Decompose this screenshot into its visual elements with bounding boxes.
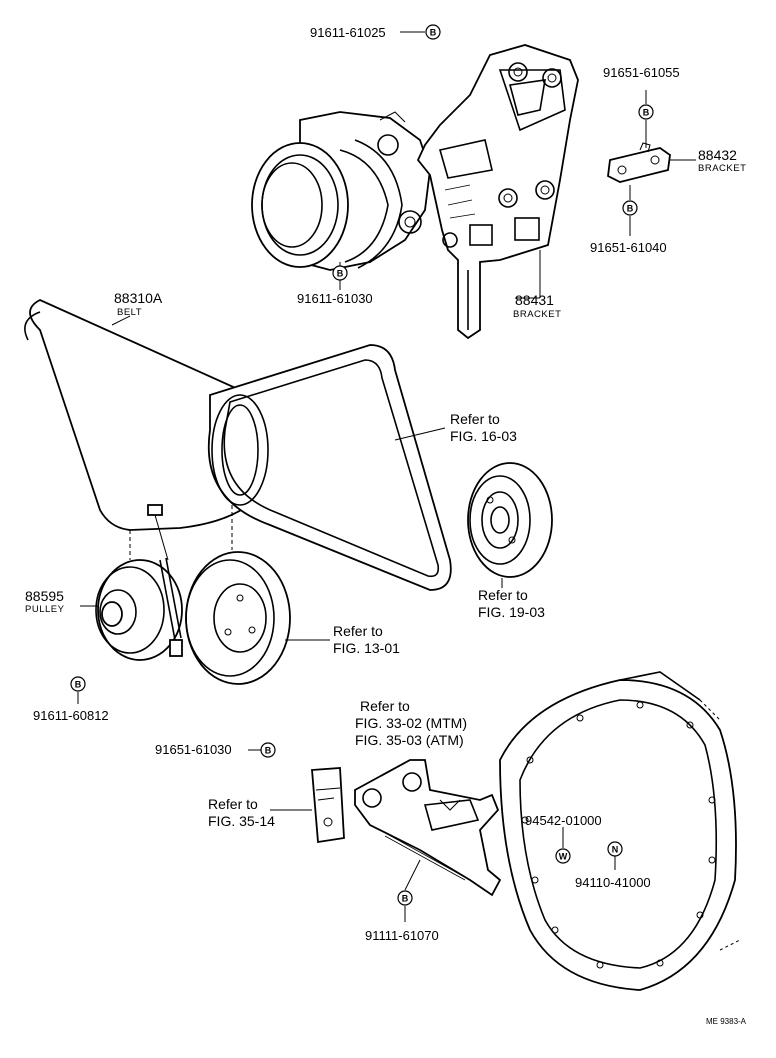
bracket-88431 [416,44,579,340]
svg-text:B: B [75,680,82,690]
label-91111-61070: 91111-61070 [365,928,439,943]
label-ref-16-03-a: Refer to [450,411,500,427]
transmission-housing [499,671,741,991]
label-ref-35-14-a: Refer to [208,796,258,812]
label-ref-19-03-a: Refer to [478,587,528,603]
label-91611-61030: 91611-61030 [297,291,373,306]
label-ref-16-03-b: FIG. 16-03 [450,428,517,444]
label-91651-61055: 91651-61055 [603,65,680,80]
label-91651-61040: 91651-61040 [590,240,667,255]
label-88432: 88432 [698,147,737,163]
svg-text:B: B [337,269,344,279]
label-ref-35-14-b: FIG. 35-14 [208,813,275,829]
badge-b-6: B [260,742,276,758]
engine-bracket [354,759,502,897]
label-ref-33-c: FIG. 35-03 (ATM) [355,732,464,748]
bracket-88432 [607,142,671,183]
badge-b-7: B [397,890,413,906]
svg-text:B: B [643,108,650,118]
svg-text:B: B [265,746,272,756]
label-ref-33-a: Refer to [360,698,410,714]
svg-text:W: W [559,852,568,862]
badge-b-4: B [332,265,348,281]
figure-code: ME 9383-A [706,1017,747,1026]
badge-b-3: B [622,200,638,216]
svg-text:B: B [402,894,409,904]
label-88431: 88431 [515,292,554,308]
label-88432-name: BRACKET [698,163,746,174]
badge-n: N [607,841,623,857]
badge-w: W [555,848,571,864]
label-94542-01000: 94542-01000 [525,813,602,828]
label-88310a: 88310A [114,290,163,306]
pulley-center [185,551,291,685]
badge-b-2: B [638,104,654,120]
leader-lines [77,31,696,922]
label-ref-19-03-b: FIG. 19-03 [478,604,545,620]
compressor [251,111,431,271]
svg-text:B: B [430,28,437,38]
badge-b-1: B [425,24,441,40]
label-91611-60812: 91611-60812 [33,708,109,723]
svg-text:N: N [612,845,619,855]
label-91651-61030: 91651-61030 [155,742,232,757]
label-ref-13-01-b: FIG. 13-01 [333,640,400,656]
label-88431-name: BRACKET [513,309,561,320]
idler-pulley-right [467,462,553,578]
belt-88310a [24,299,452,591]
pulley-88595 [95,504,183,661]
label-ref-33-b: FIG. 33-02 (MTM) [355,715,467,731]
label-88310a-name: BELT [117,307,142,318]
svg-text:B: B [627,204,634,214]
label-88595-name: PULLEY [25,604,65,615]
badge-b-5: B [70,676,86,692]
label-91611-61025: 91611-61025 [310,25,386,40]
label-ref-13-01-a: Refer to [333,623,383,639]
small-plate [311,767,345,844]
label-88595: 88595 [25,588,64,604]
label-94110-41000: 94110-41000 [575,875,651,890]
